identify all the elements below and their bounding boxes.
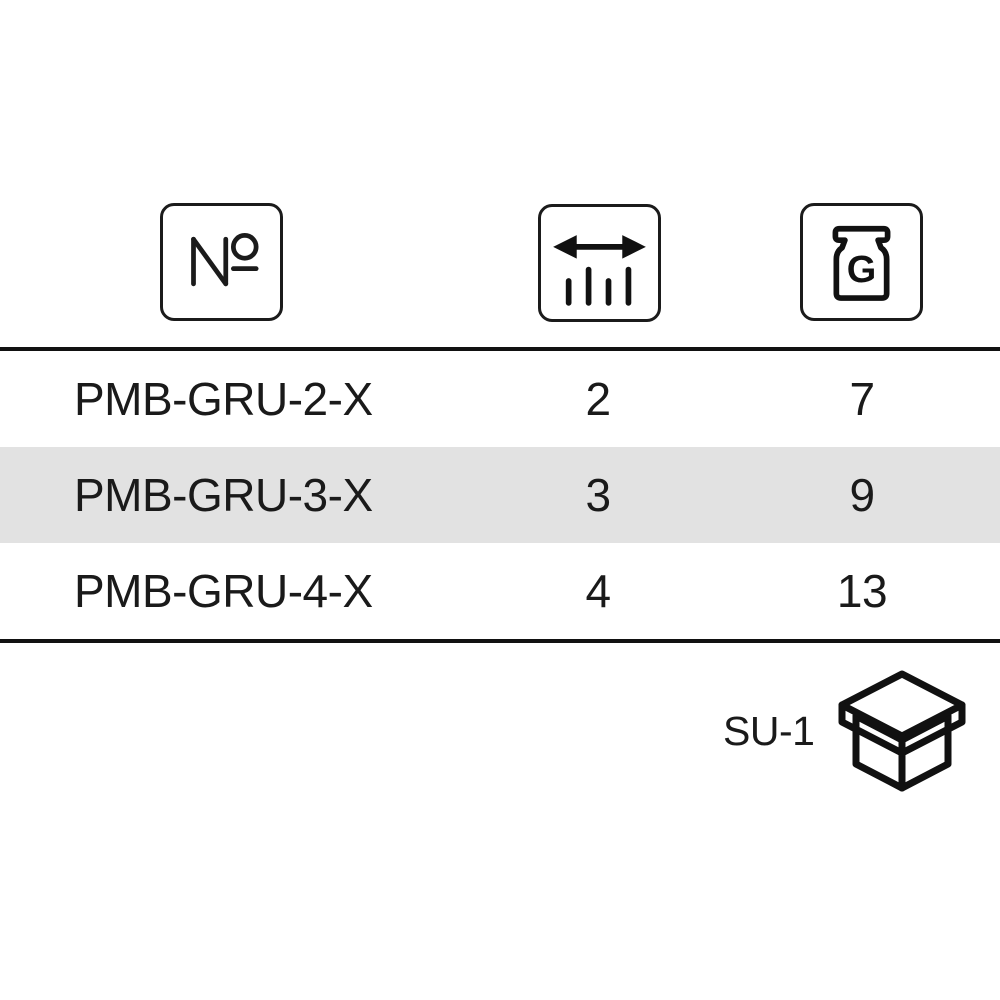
- cell-width: 3: [585, 469, 611, 521]
- packaging-unit: SU-1: [700, 660, 990, 810]
- weight-jar-g-icon: G: [800, 203, 923, 321]
- table-row: PMB-GRU-3-X 3 9: [0, 447, 1000, 543]
- box-with-lid-icon: [836, 666, 968, 794]
- table-row: PMB-GRU-4-X 4 13: [0, 543, 1000, 639]
- cell-width: 2: [585, 373, 611, 425]
- cell-model: PMB-GRU-2-X: [74, 373, 373, 425]
- table-header-icons: G: [0, 203, 1000, 322]
- cell-weight: 13: [836, 565, 888, 617]
- table-row: PMB-GRU-2-X 2 7: [0, 351, 1000, 447]
- cell-model: PMB-GRU-3-X: [74, 469, 373, 521]
- table-bottom-rule: [0, 639, 1000, 643]
- cell-weight: 7: [849, 373, 875, 425]
- table-body: PMB-GRU-2-X 2 7 PMB-GRU-3-X 3 9 PMB-GRU-…: [0, 351, 1000, 639]
- table-top-rule: [0, 347, 1000, 351]
- cell-weight: 9: [849, 469, 875, 521]
- cell-width: 4: [585, 565, 611, 617]
- cell-model: PMB-GRU-4-X: [74, 565, 373, 617]
- svg-text:G: G: [847, 249, 877, 291]
- numero-icon: [160, 203, 283, 321]
- width-arrow-bars-icon: [538, 204, 661, 322]
- packaging-label: SU-1: [723, 708, 815, 754]
